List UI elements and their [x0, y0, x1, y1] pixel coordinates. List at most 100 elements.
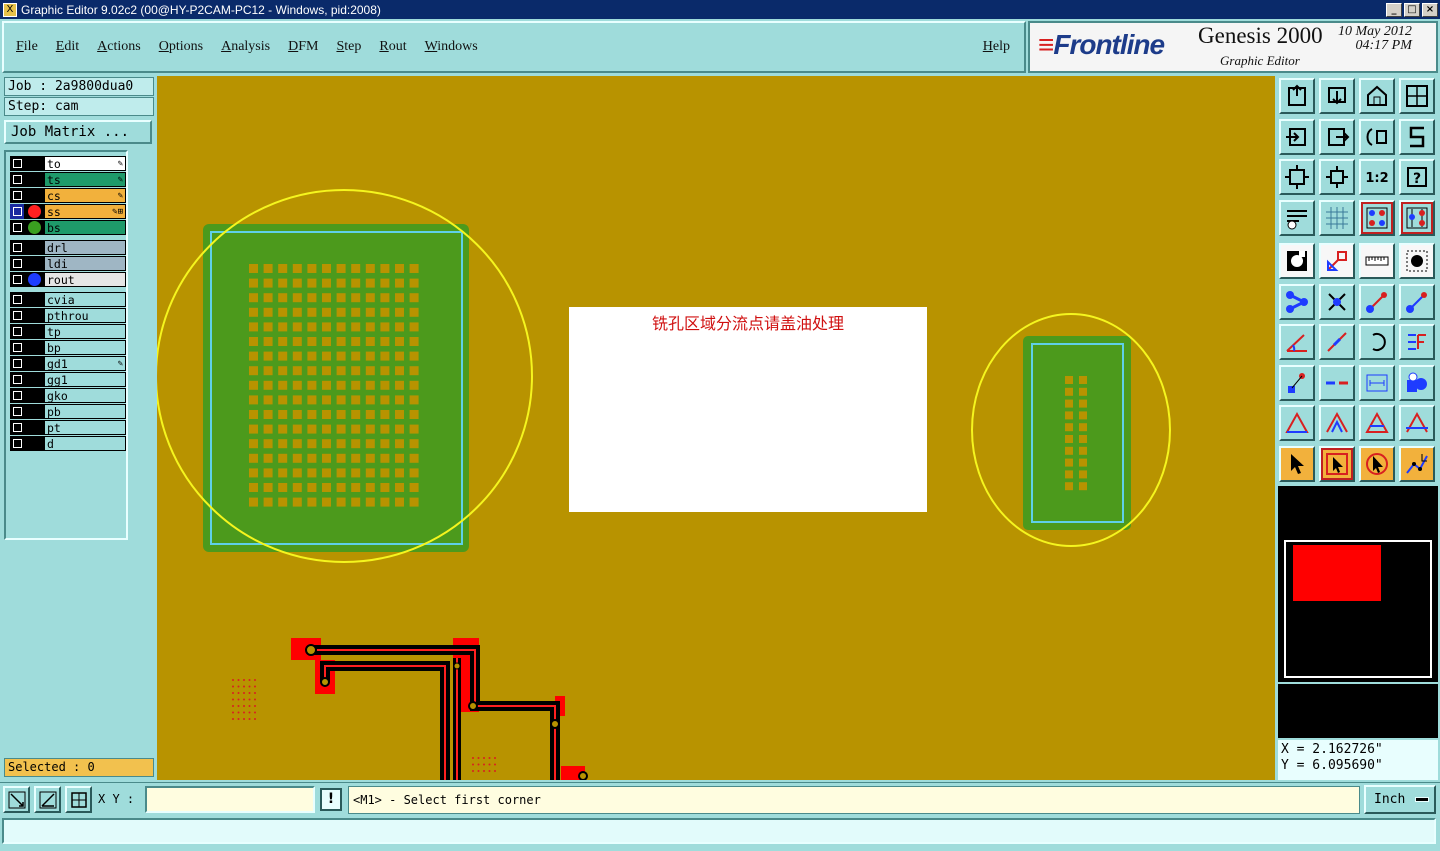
triangle-outline-button[interactable]: [1359, 405, 1395, 441]
tools-button[interactable]: [1279, 199, 1315, 236]
save-button[interactable]: [1319, 78, 1355, 114]
grid-button[interactable]: [1319, 199, 1355, 236]
import-button[interactable]: [1279, 118, 1315, 155]
layer-name[interactable]: bs: [44, 220, 126, 235]
menu-help[interactable]: Help: [982, 39, 1010, 54]
layer-name[interactable]: pthrou: [44, 308, 126, 323]
mirror-button[interactable]: [1399, 324, 1435, 360]
layer-name[interactable]: bp: [44, 340, 126, 355]
menu-step[interactable]: Step: [336, 39, 362, 54]
layer-checkbox[interactable]: [10, 172, 24, 187]
connect-nodes-button[interactable]: [1279, 283, 1315, 320]
graphic-canvas[interactable]: 铣孔区域分流点请盖油处理: [157, 76, 1275, 780]
close-button[interactable]: ×: [1422, 2, 1438, 17]
layer-checkbox[interactable]: [10, 340, 24, 355]
ruler-button[interactable]: [1359, 243, 1395, 279]
layer-checkbox[interactable]: [10, 356, 24, 371]
layer-row-ts[interactable]: ts✎: [10, 172, 126, 187]
edit-shape-button[interactable]: [1319, 243, 1355, 279]
layer-checkbox[interactable]: [10, 256, 24, 271]
layer-row-rout[interactable]: rout: [10, 272, 126, 287]
layer-checkbox[interactable]: [10, 156, 24, 171]
layer-checkbox[interactable]: [10, 220, 24, 235]
layer-checkbox[interactable]: [10, 420, 24, 435]
split-button[interactable]: [1319, 364, 1355, 401]
layer-checkbox[interactable]: [10, 272, 24, 287]
layer-checkbox[interactable]: [10, 204, 24, 219]
layer-checkbox[interactable]: [10, 308, 24, 323]
snap-button[interactable]: [1279, 243, 1315, 279]
menu-options[interactable]: Options: [158, 39, 204, 54]
select-pad-button[interactable]: [1399, 243, 1435, 279]
menu-actions[interactable]: Actions: [97, 39, 141, 54]
layer-name[interactable]: ldi: [44, 256, 126, 271]
layer-checkbox[interactable]: [10, 188, 24, 203]
angle-button[interactable]: [1279, 324, 1315, 360]
layer-name[interactable]: rout: [44, 272, 126, 287]
delete-node-button[interactable]: [1319, 283, 1355, 320]
zoom-window-button[interactable]: [3, 786, 30, 813]
open-job-button[interactable]: [1279, 78, 1315, 114]
layer-row-ldi[interactable]: ldi: [10, 256, 126, 271]
layer-name[interactable]: cvia: [44, 292, 126, 307]
arc-button[interactable]: [1359, 324, 1395, 360]
select-net-button[interactable]: [1399, 445, 1435, 482]
xy-input[interactable]: [145, 786, 315, 813]
grid-snap-button[interactable]: [65, 786, 92, 813]
measure-button[interactable]: [1359, 364, 1395, 401]
line-button[interactable]: [1319, 324, 1355, 360]
layer-name[interactable]: to✎: [44, 156, 126, 171]
menu-windows[interactable]: Windows: [424, 39, 478, 54]
layer-checkbox[interactable]: [10, 372, 24, 387]
layer-row-gg1[interactable]: gg1: [10, 372, 126, 387]
layer-name[interactable]: tp: [44, 324, 126, 339]
measure-button[interactable]: [34, 786, 61, 813]
unit-selector[interactable]: Inch: [1364, 785, 1436, 814]
select-area-button[interactable]: [1359, 445, 1395, 482]
zoom-fit-button[interactable]: [1279, 159, 1315, 195]
layer-checkbox[interactable]: [10, 404, 24, 419]
layer-name[interactable]: pb: [44, 404, 126, 419]
alert-button[interactable]: !: [320, 788, 342, 811]
menu-edit[interactable]: Edit: [55, 39, 80, 54]
layer-name[interactable]: ss✎⊞: [44, 204, 126, 219]
layer-matrix-button[interactable]: [1359, 199, 1395, 236]
layer-name[interactable]: gg1: [44, 372, 126, 387]
zoom-center-button[interactable]: [1319, 159, 1355, 195]
redo-button[interactable]: [1399, 118, 1435, 155]
add-node-button[interactable]: [1399, 283, 1435, 320]
group-button[interactable]: [1399, 364, 1435, 401]
feature-node-button[interactable]: [1279, 364, 1315, 401]
overview-map[interactable]: [1278, 534, 1438, 682]
layer-name[interactable]: gko: [44, 388, 126, 403]
layer-row-bp[interactable]: bp: [10, 340, 126, 355]
job-matrix-button[interactable]: Job Matrix ...: [4, 120, 152, 144]
triangle-draw-button[interactable]: [1279, 405, 1315, 441]
layer-row-pthrou[interactable]: pthrou: [10, 308, 126, 323]
layer-checkbox[interactable]: [10, 436, 24, 451]
menu-analysis[interactable]: Analysis: [221, 39, 271, 54]
layer-row-pt[interactable]: pt: [10, 420, 126, 435]
layer-row-ss[interactable]: ss✎⊞: [10, 204, 126, 219]
export-button[interactable]: [1319, 118, 1355, 155]
triangle-move-button[interactable]: [1319, 405, 1355, 441]
layer-compare-button[interactable]: [1399, 199, 1435, 236]
layer-name[interactable]: pt: [44, 420, 126, 435]
board-view[interactable]: 铣孔区域分流点请盖油处理: [157, 76, 1275, 780]
select-arrow-button[interactable]: [1279, 445, 1315, 482]
layer-checkbox[interactable]: [10, 292, 24, 307]
help-query-button[interactable]: ?: [1399, 159, 1435, 195]
layer-row-cs[interactable]: cs✎: [10, 188, 126, 203]
undo-button[interactable]: [1359, 118, 1395, 155]
scale-1to2-button[interactable]: 1:2: [1359, 159, 1395, 195]
select-box-button[interactable]: [1319, 445, 1355, 482]
layer-row-gko[interactable]: gko: [10, 388, 126, 403]
layer-name[interactable]: d: [44, 436, 126, 451]
layer-row-cvia[interactable]: cvia: [10, 292, 126, 307]
maximize-button[interactable]: □: [1404, 2, 1420, 17]
window-split-button[interactable]: [1399, 78, 1435, 114]
layer-row-d[interactable]: d: [10, 436, 126, 451]
layer-name[interactable]: drl: [44, 240, 126, 255]
move-node-button[interactable]: [1359, 283, 1395, 320]
layer-row-bs[interactable]: bs: [10, 220, 126, 235]
